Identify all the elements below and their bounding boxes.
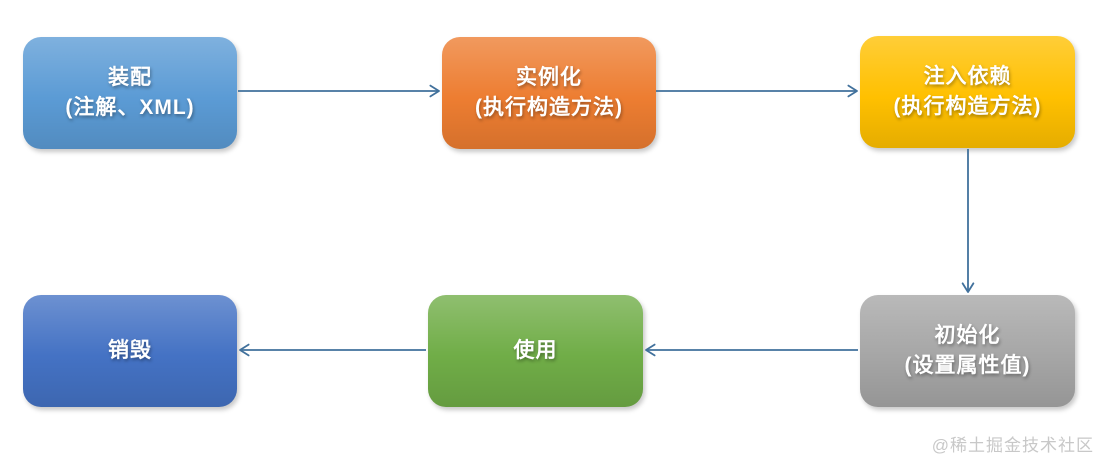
node-initialize-title: 初始化 xyxy=(934,323,1001,347)
node-destroy: 销毁 xyxy=(23,295,237,407)
node-instantiate-title: 实例化 xyxy=(516,65,582,89)
node-use-title: 使用 xyxy=(513,338,558,362)
node-assemble-subtitle: (注解、XML) xyxy=(65,96,195,119)
node-assemble-title: 装配 xyxy=(108,65,152,89)
node-initialize-subtitle: (设置属性值) xyxy=(904,354,1031,377)
node-destroy-title: 销毁 xyxy=(108,338,152,362)
node-initialize: 初始化 (设置属性值) xyxy=(860,295,1075,407)
node-instantiate-subtitle: (执行构造方法) xyxy=(475,96,623,119)
watermark: @稀土掘金技术社区 xyxy=(931,436,1094,455)
node-inject: 注入依赖 (执行构造方法) xyxy=(860,36,1075,148)
node-inject-subtitle: (执行构造方法) xyxy=(893,95,1042,118)
node-assemble: 装配 (注解、XML) xyxy=(23,37,237,149)
node-use: 使用 xyxy=(428,295,643,407)
node-instantiate: 实例化 (执行构造方法) xyxy=(442,37,656,149)
node-inject-title: 注入依赖 xyxy=(923,64,1012,88)
